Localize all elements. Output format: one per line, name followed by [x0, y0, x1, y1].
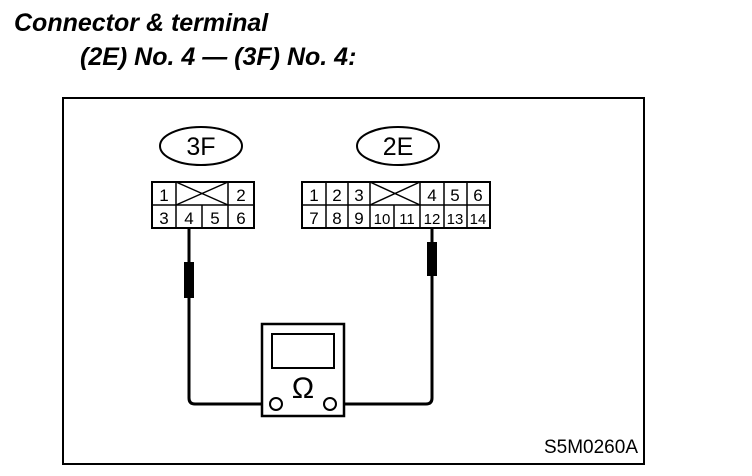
connector-3f-label: 3F: [159, 126, 243, 166]
pin-2e-11: 11: [399, 211, 415, 228]
pin-2e-6: 6: [473, 186, 482, 205]
probe-lead-2e: [337, 228, 437, 406]
pin-2e-3: 3: [354, 186, 363, 205]
pin-3f-5: 5: [210, 209, 219, 228]
pin-2e-14: 14: [470, 211, 487, 228]
pin-2e-12: 12: [424, 211, 441, 228]
connector-2e-label: 2E: [356, 126, 440, 166]
ohmmeter-icon: Ω: [260, 322, 346, 418]
pin-2e-1: 1: [309, 186, 318, 205]
connector-2e: 1 2 3 4 5 6 7 8 9 10 11 12 13 14: [301, 181, 491, 229]
connector-3f-label-text: 3F: [186, 133, 215, 161]
pin-2e-9: 9: [354, 209, 363, 228]
ohm-symbol: Ω: [292, 372, 314, 405]
pin-2e-8: 8: [332, 209, 341, 228]
pin-2e-5: 5: [450, 186, 459, 205]
diagram-frame: [62, 97, 645, 465]
figure-code: S5M0260A: [544, 437, 638, 458]
meter-terminal-left: [269, 397, 283, 411]
probe-tip-icon: [184, 262, 194, 298]
pin-3f-4: 4: [184, 209, 193, 228]
page-subtitle: (2E) No. 4 — (3F) No. 4:: [80, 43, 357, 71]
pin-3f-2: 2: [236, 186, 245, 205]
pin-3f-3: 3: [159, 209, 168, 228]
meter-terminal-right: [323, 397, 337, 411]
pin-3f-1: 1: [159, 186, 168, 205]
probe-lead-3f: [184, 228, 269, 406]
pin-2e-7: 7: [309, 209, 318, 228]
pin-2e-2: 2: [332, 186, 341, 205]
connector-2e-label-text: 2E: [383, 133, 414, 161]
pin-2e-13: 13: [447, 211, 464, 228]
pin-2e-4: 4: [427, 186, 436, 205]
pin-3f-6: 6: [236, 209, 245, 228]
pin-2e-10: 10: [374, 211, 391, 228]
connector-3f: 1 2 3 4 5 6: [151, 181, 255, 229]
probe-tip-icon: [427, 242, 437, 276]
page-title: Connector & terminal: [14, 9, 269, 37]
